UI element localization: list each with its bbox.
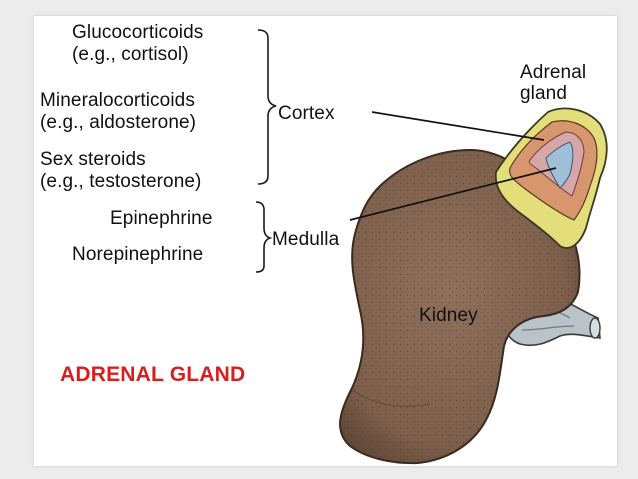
glucocorticoids-label: Glucocorticoids xyxy=(72,22,204,43)
kidney-label: Kidney xyxy=(419,305,478,326)
medulla-bracket xyxy=(255,201,273,273)
norepinephrine-label: Norepinephrine xyxy=(72,244,204,265)
epinephrine-label: Epinephrine xyxy=(110,208,213,229)
medulla-label: Medulla xyxy=(272,229,340,250)
adrenal-gland-label-line1: Adrenal xyxy=(520,62,587,83)
page-title: ADRENAL GLAND xyxy=(60,363,246,386)
mineralocorticoids-example-label: (e.g., aldosterone) xyxy=(40,112,197,133)
adrenal-gland-shape xyxy=(494,107,608,249)
mineralocorticoids-label: Mineralocorticoids xyxy=(40,90,195,111)
sex-steroids-example-label: (e.g., testosterone) xyxy=(40,171,202,192)
sex-steroids-label: Sex steroids xyxy=(40,149,146,170)
adrenal-gland-label-line2: gland xyxy=(520,83,567,104)
cortex-label: Cortex xyxy=(278,103,335,124)
kidney-shape xyxy=(339,148,581,465)
cortex-bracket xyxy=(257,29,277,185)
glucocorticoids-example-label: (e.g., cortisol) xyxy=(72,44,189,65)
cortex-leader-line xyxy=(371,111,545,141)
medulla-leader-line xyxy=(349,167,557,221)
